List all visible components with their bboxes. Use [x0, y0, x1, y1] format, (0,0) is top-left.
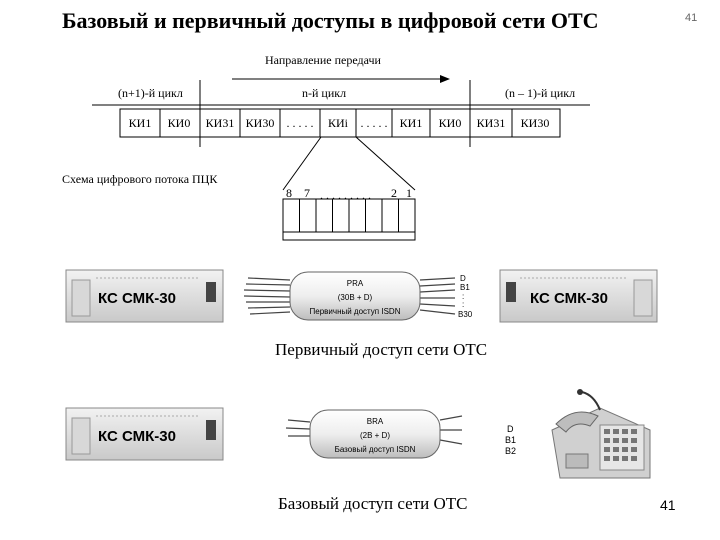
device-primary-right [499, 269, 658, 323]
slide-number-top: 41 [685, 12, 698, 24]
slot-label: КИ31 [476, 116, 506, 130]
slot-label: . . . . . [360, 116, 388, 130]
device-label: КС СМК-30 [530, 290, 608, 307]
slot-dividers [159, 109, 513, 137]
bit-dividers [299, 199, 399, 232]
primary-channel: : [462, 292, 465, 301]
slide-number-bottom: 41 [660, 497, 676, 513]
basic-cable-line2: (2B + D) [359, 431, 390, 440]
basic-cable [285, 409, 463, 459]
slot-label: КИ0 [167, 116, 191, 130]
slot-label: КИi [327, 116, 348, 130]
device-label: КС СМК-30 [98, 290, 176, 307]
device-label: КС СМК-30 [98, 428, 176, 445]
slot-label: КИ31 [205, 116, 235, 130]
primary-caption: Первичный доступ сети ОТС [275, 340, 488, 359]
device-basic [65, 407, 224, 461]
bit-label: . . . . . . . . . [320, 188, 371, 202]
bit-label: 8 [286, 186, 292, 200]
cycle-label-current: n-й цикл [302, 86, 347, 100]
direction-label: Направление передачи [265, 53, 381, 67]
slot-label: КИ0 [438, 116, 462, 130]
cycle-label-next: (n+1)-й цикл [118, 86, 183, 100]
slot-label: КИ1 [128, 116, 152, 130]
primary-cable-line2: (30B + D) [337, 293, 373, 302]
telephone-console-icon [551, 389, 651, 479]
basic-channel: B2 [505, 446, 517, 456]
zoom-line-left [282, 136, 322, 191]
device-primary-left [65, 269, 224, 323]
slide-title: Базовый и первичный доступы в цифровой с… [62, 8, 599, 33]
primary-channel: D [460, 274, 466, 283]
bit-label: 7 [304, 186, 310, 200]
bit-label: 1 [406, 186, 412, 200]
slot-row [119, 108, 561, 138]
slot-label: КИ30 [245, 116, 275, 130]
basic-channel: B1 [505, 435, 517, 445]
primary-cable-line3: Первичный доступ ISDN [309, 307, 401, 316]
primary-cable-line1: PRA [346, 279, 364, 288]
direction-arrow-head [440, 75, 450, 83]
basic-caption: Базовый доступ сети ОТС [278, 494, 468, 513]
cycle-label-prev: (n – 1)-й цикл [505, 86, 576, 100]
primary-cable [243, 271, 456, 321]
zoom-line-right [355, 136, 416, 191]
bit-label: 2 [391, 186, 397, 200]
primary-channel: B30 [458, 310, 473, 319]
basic-channel: D [507, 424, 514, 434]
slot-label: КИ30 [520, 116, 550, 130]
primary-channel: : [462, 300, 465, 309]
scheme-label: Схема цифрового потока ПЦК [62, 172, 218, 186]
slot-label: КИ1 [399, 116, 423, 130]
primary-channel: B1 [460, 283, 470, 292]
slot-label: . . . . . [286, 116, 314, 130]
basic-cable-line1: BRA [366, 417, 384, 426]
basic-cable-line3: Базовый доступ ISDN [334, 445, 416, 454]
